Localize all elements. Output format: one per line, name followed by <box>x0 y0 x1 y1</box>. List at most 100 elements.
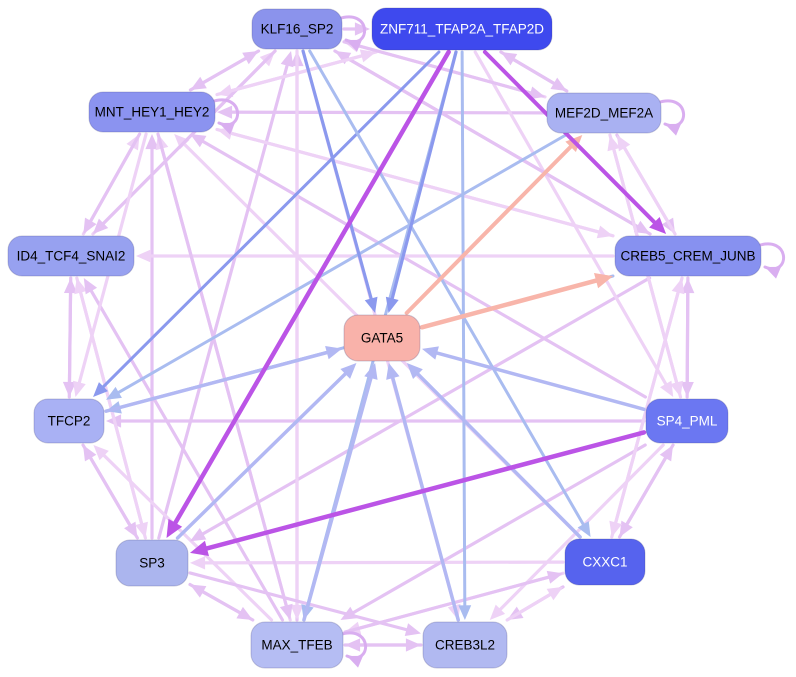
edge-ZNF711_TFAP2A_TFAP2D-to-GATA5 <box>385 50 458 313</box>
edge-arrowhead <box>340 363 357 379</box>
node-box[interactable] <box>645 398 729 444</box>
edge-arrowhead <box>596 225 613 239</box>
edge-arrowhead <box>219 122 236 135</box>
edge-arrowhead <box>236 606 253 620</box>
edge-arrowhead <box>364 296 378 313</box>
edge-arrowhead <box>190 528 207 542</box>
node-MEF2D_MEF2A[interactable]: MEF2D_MEF2A <box>546 92 662 134</box>
node-GATA5[interactable]: GATA5 <box>343 314 421 362</box>
edge-KLF16_SP2-to-GATA5 <box>301 49 378 313</box>
edge-TFCP2-to-SP3 <box>81 443 138 538</box>
edge-arrowhead <box>633 220 651 234</box>
node-box[interactable] <box>614 235 762 277</box>
edge-arrowhead <box>546 570 563 584</box>
edge-arrowhead <box>405 638 421 652</box>
edge-GATA5-to-MEF2D_MEF2A <box>404 135 583 315</box>
edge-arrowhead <box>404 623 421 637</box>
edge-arrowhead <box>93 445 109 461</box>
edge-arrowhead <box>145 134 159 150</box>
edge-ID4_TCF4_SNAI2-to-TFCP2 <box>62 276 77 397</box>
edge-arrowhead <box>359 49 377 63</box>
edge-arrowhead <box>166 518 183 538</box>
edge-arrowhead <box>422 346 439 360</box>
edge-SP3-to-GATA5 <box>175 363 357 540</box>
edge-SP4_PML-to-SP3 <box>190 430 647 557</box>
edge-CXXC1-to-CREB5_CREM_JUNB <box>610 278 685 539</box>
edge-SP4_PML-to-MNT_HEY1_HEY2 <box>190 134 648 399</box>
node-ZNF711_TFAP2A_TFAP2D[interactable]: ZNF711_TFAP2A_TFAP2D <box>371 7 553 51</box>
node-ID4_TCF4_SNAI2[interactable]: ID4_TCF4_SNAI2 <box>7 235 135 277</box>
edge-MEF2D_MEF2A-to-MNT_HEY1_HEY2 <box>217 105 547 119</box>
node-box[interactable] <box>371 7 553 51</box>
edge-ZNF711_TFAP2A_TFAP2D-to-TFCP2 <box>93 50 441 397</box>
node-box[interactable] <box>33 398 105 444</box>
edge-MNT_HEY1_HEY2-to-KLF16_SP2 <box>188 51 259 92</box>
edge-arrowhead <box>290 604 304 620</box>
node-MAX_TFEB[interactable]: MAX_TFEB <box>250 621 344 669</box>
edge-MEF2D_MEF2A-to-ZNF711_TFAP2A_TFAP2D <box>500 52 569 93</box>
self-loop-KLF16_SP2 <box>336 15 367 52</box>
node-CXXC1[interactable]: CXXC1 <box>564 538 646 586</box>
edge-arrowhead <box>500 52 518 66</box>
node-box[interactable] <box>7 235 135 277</box>
edge-arrowhead <box>92 218 109 234</box>
edge-MAX_TFEB-to-CREB3L2 <box>343 638 421 652</box>
edge-KLF16_SP2-to-MAX_TFEB <box>290 49 304 620</box>
edge-arrowhead <box>325 345 342 360</box>
node-TFCP2[interactable]: TFCP2 <box>33 398 105 444</box>
edge-MNT_HEY1_HEY2-to-ID4_TCF4_SNAI2 <box>83 132 142 234</box>
edge-arrowhead <box>106 386 122 400</box>
node-box[interactable] <box>115 539 189 587</box>
node-box[interactable] <box>88 91 216 133</box>
edge-arrowhead <box>364 363 378 380</box>
edge-arrowhead <box>528 86 545 100</box>
edge-KLF16_SP2-to-ZNF711_TFAP2A_TFAP2D <box>342 22 370 36</box>
edge-arrowhead <box>489 604 506 620</box>
edge-CXXC1-to-SP3 <box>190 556 565 570</box>
edge-arrowhead <box>607 135 621 152</box>
self-loop-MNT_HEY1_HEY2 <box>209 98 240 135</box>
edge-arrowhead <box>354 22 370 36</box>
node-box[interactable] <box>250 621 344 669</box>
edge-SP4_PML-to-TFCP2 <box>106 414 646 428</box>
edge-TFCP2-to-GATA5 <box>104 345 342 413</box>
node-SP4_PML[interactable]: SP4_PML <box>645 398 729 444</box>
edge-arrowhead <box>594 273 613 289</box>
edge-MEF2D_MEF2A-to-TFCP2 <box>106 133 568 400</box>
node-CREB5_CREM_JUNB[interactable]: CREB5_CREM_JUNB <box>614 235 762 277</box>
node-CREB3L2[interactable]: CREB3L2 <box>422 621 508 669</box>
edge-arrowhead <box>279 603 293 620</box>
edge-MAX_TFEB-to-CXXC1 <box>343 570 563 634</box>
edge-CREB5_CREM_JUNB-to-MEF2D_MEF2A <box>616 135 677 236</box>
edge-arrowhead <box>546 586 563 601</box>
node-box[interactable] <box>564 538 646 586</box>
node-box[interactable] <box>546 92 662 134</box>
edge-arrowhead <box>665 123 682 136</box>
node-SP3[interactable]: SP3 <box>115 539 189 587</box>
edge-SP4_PML-to-GATA5 <box>422 346 646 412</box>
node-MNT_HEY1_HEY2[interactable]: MNT_HEY1_HEY2 <box>88 91 216 133</box>
node-box[interactable] <box>422 621 508 669</box>
edge-CXXC1-to-GATA5 <box>406 363 582 539</box>
edge-CREB3L2-to-GATA5 <box>386 363 460 622</box>
node-KLF16_SP2[interactable]: KLF16_SP2 <box>251 8 343 50</box>
edge-CXXC1-to-SP4_PML <box>617 445 674 539</box>
edge-SP3-to-KLF16_SP2 <box>157 51 294 540</box>
edge-MNT_HEY1_HEY2-to-ZNF711_TFAP2A_TFAP2D <box>215 49 377 97</box>
node-box[interactable] <box>343 314 421 362</box>
node-box[interactable] <box>251 8 343 50</box>
edge-arrowhead <box>386 363 400 380</box>
edge-arrowhead <box>190 540 209 557</box>
edge-arrowhead <box>190 556 206 570</box>
edge-arrowhead <box>124 521 138 538</box>
edge-CREB5_CREM_JUNB-to-SP3 <box>190 276 652 542</box>
edge-ZNF711_TFAP2A_TFAP2D-to-SP4_PML <box>473 50 674 397</box>
edge-arrowhead <box>190 134 207 148</box>
edge-ZNF711_TFAP2A_TFAP2D-to-CREB3L2 <box>458 50 472 620</box>
edge-MNT_HEY1_HEY2-to-CREB5_CREM_JUNB <box>215 127 613 239</box>
edge-arrowhead <box>765 266 782 279</box>
edge-arrowhead <box>135 521 148 538</box>
edge-arrowhead <box>174 134 190 150</box>
edge-ID4_TCF4_SNAI2-to-SP3 <box>75 276 148 538</box>
